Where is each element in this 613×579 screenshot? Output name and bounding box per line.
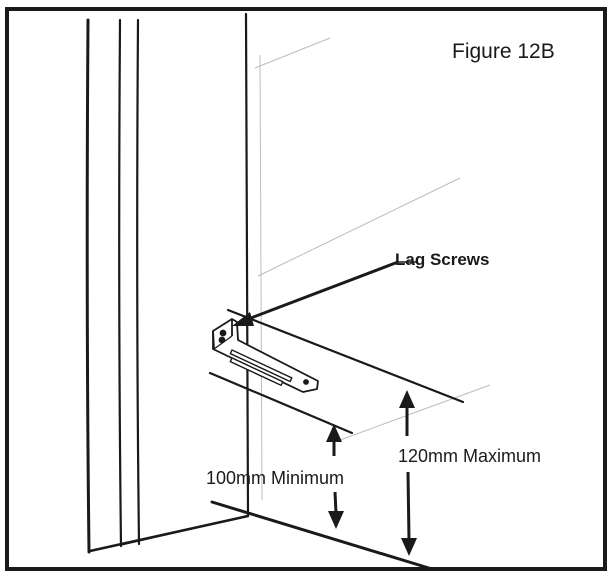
lag-screws-label: Lag Screws bbox=[395, 250, 490, 269]
faint-edge-line bbox=[259, 54, 263, 501]
perspective-lines bbox=[254, 37, 491, 441]
mounting-bracket bbox=[212, 318, 319, 393]
wall-panel-lines bbox=[85, 12, 250, 554]
figure-frame bbox=[5, 7, 607, 571]
min-clearance-label: 100mm Minimum bbox=[206, 468, 344, 488]
figure-title: Figure 12B bbox=[452, 40, 555, 63]
max-dimension-arrows bbox=[399, 390, 417, 556]
min-dimension-arrows bbox=[326, 424, 344, 529]
lag-screws-leader bbox=[232, 260, 418, 326]
clearance-lines bbox=[208, 308, 465, 435]
max-clearance-label: 120mm Maximum bbox=[398, 446, 541, 466]
floor-lines bbox=[88, 500, 434, 571]
